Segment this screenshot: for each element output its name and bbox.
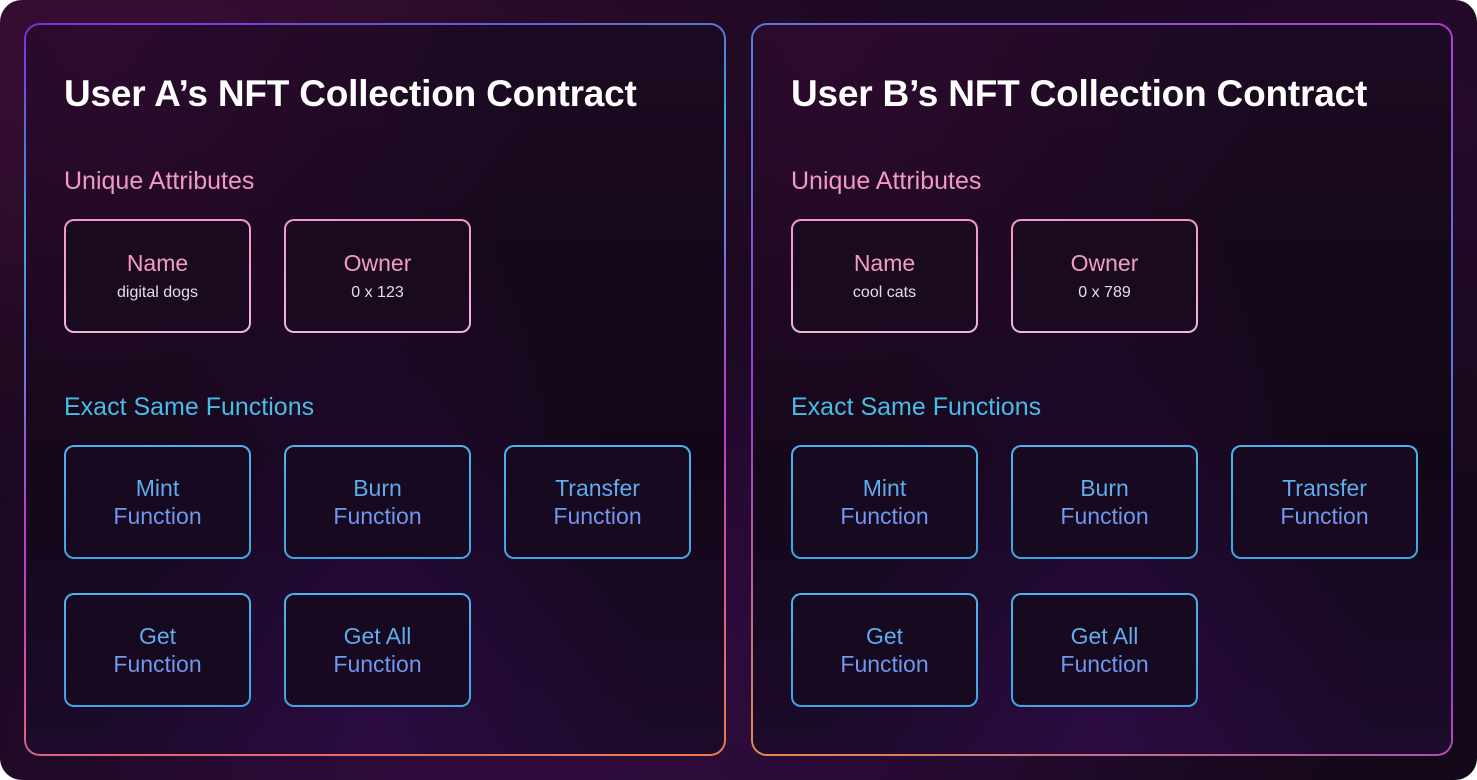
function-name: Get bbox=[865, 623, 904, 649]
function-box-mint: Mint Function bbox=[64, 445, 251, 559]
function-label: Get Function bbox=[840, 622, 928, 678]
attributes-heading: Unique Attributes bbox=[64, 167, 255, 195]
attributes-heading: Unique Attributes bbox=[791, 167, 982, 195]
function-name: Get All bbox=[343, 623, 412, 649]
panel-title: User B’s NFT Collection Contract bbox=[791, 73, 1368, 114]
function-name: Get All bbox=[1070, 623, 1139, 649]
function-label: Mint Function bbox=[840, 474, 928, 530]
function-box-mint: Mint Function bbox=[791, 445, 978, 559]
contract-panel-user-a: User A’s NFT Collection Contract Unique … bbox=[24, 23, 726, 756]
contract-panel-user-b: User B’s NFT Collection Contract Unique … bbox=[751, 23, 1453, 756]
panel-title: User A’s NFT Collection Contract bbox=[64, 73, 637, 114]
function-box-burn: Burn Function bbox=[284, 445, 471, 559]
function-name: Burn bbox=[353, 475, 402, 501]
function-box-get-all: Get All Function bbox=[1011, 593, 1198, 707]
attribute-value: digital dogs bbox=[117, 284, 198, 301]
function-suffix: Function bbox=[333, 651, 422, 677]
attribute-box-owner: Owner 0 x 789 bbox=[1011, 219, 1198, 333]
function-name: Transfer bbox=[1282, 475, 1367, 501]
attribute-box-owner: Owner 0 x 123 bbox=[284, 219, 471, 333]
functions-heading: Exact Same Functions bbox=[64, 393, 315, 421]
function-box-burn: Burn Function bbox=[1011, 445, 1198, 559]
function-suffix: Function bbox=[113, 651, 202, 677]
function-box-transfer: Transfer Function bbox=[1231, 445, 1418, 559]
function-suffix: Function bbox=[1060, 651, 1149, 677]
function-label: Get All Function bbox=[1060, 622, 1148, 678]
function-name: Burn bbox=[1080, 475, 1129, 501]
function-suffix: Function bbox=[553, 503, 642, 529]
function-suffix: Function bbox=[840, 651, 929, 677]
function-name: Transfer bbox=[555, 475, 640, 501]
function-name: Mint bbox=[862, 475, 907, 501]
attribute-title: Owner bbox=[1070, 250, 1139, 276]
functions-heading: Exact Same Functions bbox=[791, 393, 1042, 421]
attribute-box-name: Name cool cats bbox=[791, 219, 978, 333]
function-suffix: Function bbox=[333, 503, 422, 529]
attribute-title: Name bbox=[853, 250, 916, 276]
function-suffix: Function bbox=[113, 503, 202, 529]
function-box-get: Get Function bbox=[64, 593, 251, 707]
function-label: Mint Function bbox=[113, 474, 201, 530]
function-name: Mint bbox=[135, 475, 180, 501]
attribute-value: cool cats bbox=[852, 284, 917, 301]
function-box-transfer: Transfer Function bbox=[504, 445, 691, 559]
function-suffix: Function bbox=[1280, 503, 1369, 529]
function-label: Transfer Function bbox=[553, 474, 641, 530]
attribute-value: 0 x 123 bbox=[351, 284, 404, 301]
attribute-box-name: Name digital dogs bbox=[64, 219, 251, 333]
function-label: Get All Function bbox=[333, 622, 421, 678]
function-suffix: Function bbox=[1060, 503, 1149, 529]
function-label: Get Function bbox=[113, 622, 201, 678]
function-label: Transfer Function bbox=[1280, 474, 1368, 530]
function-box-get-all: Get All Function bbox=[284, 593, 471, 707]
function-suffix: Function bbox=[840, 503, 929, 529]
attribute-value: 0 x 789 bbox=[1078, 284, 1131, 301]
function-name: Get bbox=[138, 623, 177, 649]
function-label: Burn Function bbox=[1060, 474, 1148, 530]
attribute-title: Name bbox=[126, 250, 189, 276]
function-box-get: Get Function bbox=[791, 593, 978, 707]
attribute-title: Owner bbox=[343, 250, 412, 276]
function-label: Burn Function bbox=[333, 474, 421, 530]
